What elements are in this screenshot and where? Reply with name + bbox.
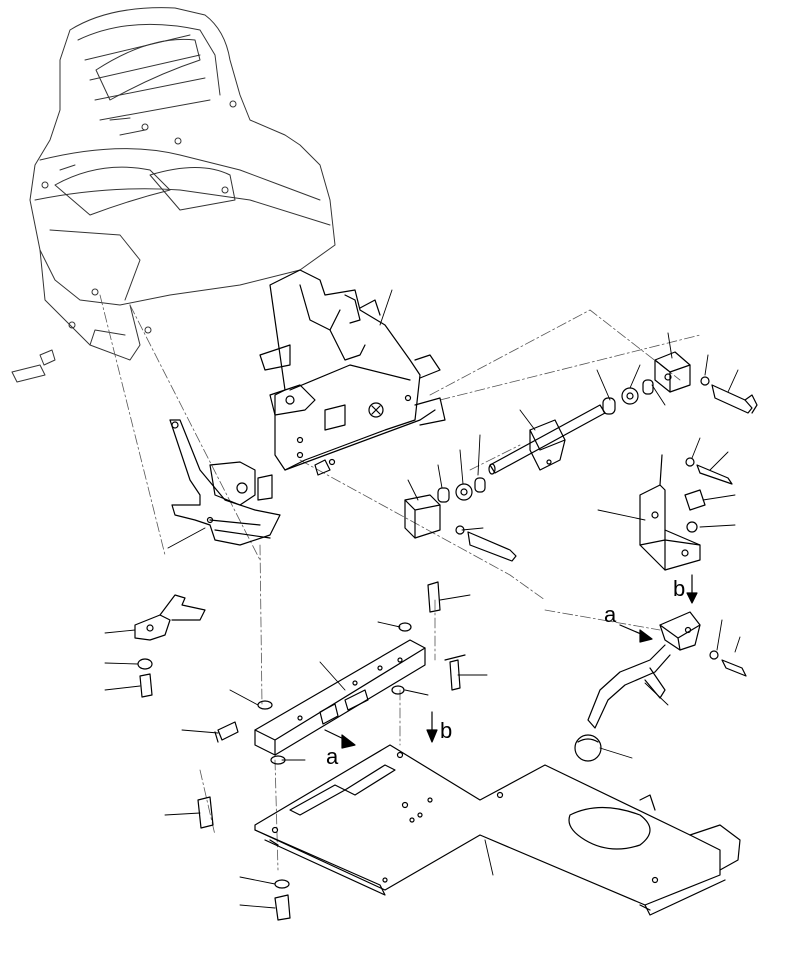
control-lever: [574, 611, 747, 762]
operator-console-outline: [11, 7, 336, 383]
left-small-bracket: [134, 594, 239, 743]
reference-letter-b-upper: b: [673, 576, 686, 601]
reference-letter-a-lower: a: [326, 744, 339, 769]
reference-letter-a-upper: a: [604, 602, 617, 627]
channel-rail: [254, 581, 466, 765]
lower-left-fasteners: [197, 796, 291, 921]
main-mounting-bracket: [259, 269, 446, 476]
base-plate: [254, 744, 741, 916]
arrow-b-lower: [426, 711, 438, 743]
reference-letter-b-lower: b: [440, 718, 453, 743]
arrow-a-lower: [324, 729, 356, 749]
arrow-b-upper: [686, 574, 698, 604]
leader-dash-lines: [99, 294, 701, 871]
shaft-assembly: [488, 351, 758, 475]
shaft-collars-left: [404, 477, 517, 562]
right-angle-bracket: [639, 454, 733, 571]
arrow-a-upper: [619, 624, 653, 643]
callout-leaders: [104, 289, 741, 909]
pedal-side-bracket: [169, 419, 281, 546]
